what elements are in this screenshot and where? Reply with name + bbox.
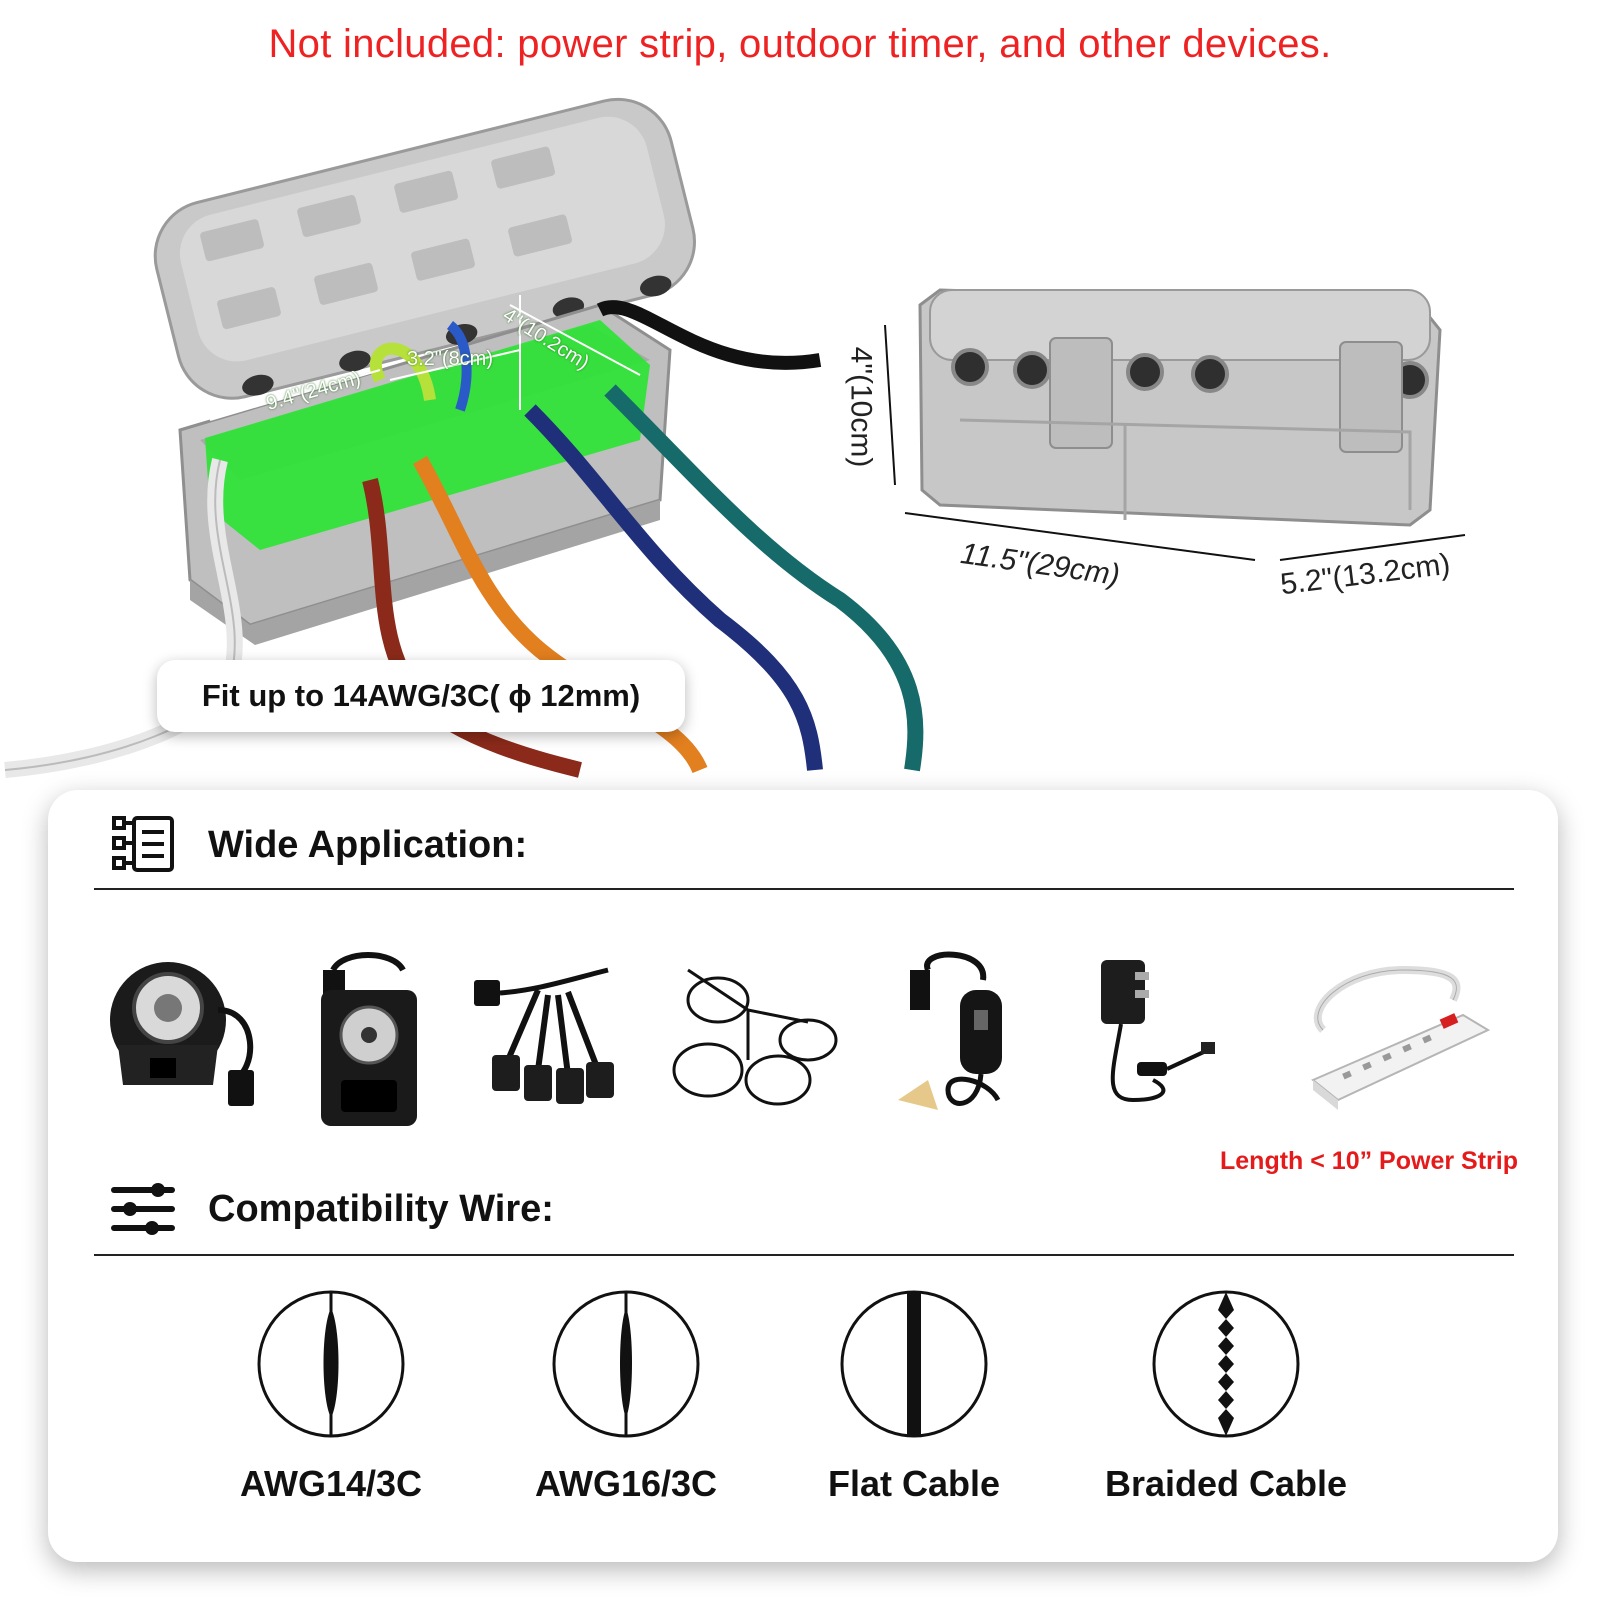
gfci-cord-image <box>898 951 1002 1110</box>
wire-braided: Braided Cable <box>1066 1288 1386 1548</box>
wire-label: Braided Cable <box>1104 1463 1348 1504</box>
compatibility-divider <box>94 1254 1514 1256</box>
fit-label: Fit up to 14AWG/3C( ϕ 12mm) <box>157 660 685 732</box>
round-timer-image <box>110 962 254 1106</box>
product-illustration <box>4 97 1466 778</box>
power-strip-image <box>1311 965 1491 1110</box>
outdoor-timer-image <box>321 952 417 1126</box>
wire-label: AWG16/3C <box>534 1463 718 1504</box>
wide-application-header: Wide Application: <box>108 814 527 876</box>
product-hero: 9.4"(24cm) 3.2"(8cm) 4"(10.2cm) 4"(10cm)… <box>0 80 1600 800</box>
power-adapter-image <box>1101 960 1215 1103</box>
outer-height-label: 4"(10cm) <box>844 346 878 468</box>
sliders-icon <box>111 1183 175 1235</box>
wide-application-divider <box>94 888 1514 890</box>
wire-awg14: AWG14/3C <box>171 1288 491 1548</box>
power-strip-note: Length < 10” Power Strip <box>1220 1147 1518 1175</box>
wire-label: AWG14/3C <box>239 1463 423 1504</box>
wire-flat: Flat Cable <box>754 1288 1074 1548</box>
black-cable <box>596 300 822 370</box>
teal-cable <box>604 384 924 772</box>
compatibility-header: Compatibility Wire: <box>108 1178 554 1240</box>
splitter-cord-image <box>474 967 614 1104</box>
device-row <box>88 950 1528 1150</box>
wide-application-title: Wide Application: <box>208 823 528 866</box>
box-lid <box>153 97 697 400</box>
wire-label: Flat Cable <box>827 1463 1001 1504</box>
wire-awg16: AWG16/3C <box>466 1288 786 1548</box>
interior-highlight <box>205 320 650 550</box>
compatibility-title: Compatibility Wire: <box>208 1187 554 1230</box>
awg14-wire-image <box>257 1290 405 1438</box>
not-included-notice: Not included: power strip, outdoor timer… <box>268 22 1332 66</box>
closed-box <box>918 288 1442 527</box>
blue-cable <box>524 404 823 771</box>
inner-width-label: 3.2"(8cm) <box>407 348 494 370</box>
info-panel: Wide Application: <box>48 790 1558 1562</box>
flat-cable-image <box>840 1290 988 1438</box>
awg16-wire-image <box>552 1290 700 1438</box>
braided-cable-image <box>1152 1290 1300 1438</box>
y-splitter-cable-image <box>672 968 838 1106</box>
list-icon <box>112 816 174 872</box>
